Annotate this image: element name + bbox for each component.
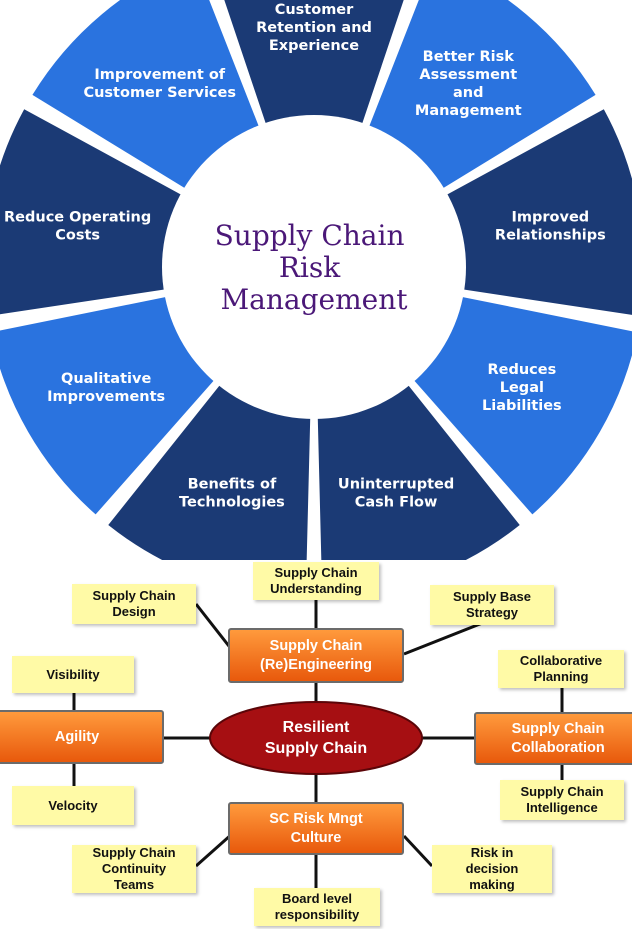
- wheel-segment-label-line: Liabilities: [482, 398, 562, 414]
- wheel-segment-label-line: Qualitative: [61, 371, 151, 387]
- wheel-segment-label-line: Customer: [275, 2, 354, 18]
- wheel-segment-label-line: Assessment: [419, 67, 517, 83]
- wheel-segment: [108, 382, 311, 560]
- center-title-line: Management: [221, 283, 409, 316]
- wheel-center-circle: [162, 115, 466, 419]
- note-supply-base: Supply Base Strategy: [430, 585, 554, 625]
- wheel-segment-label-line: Uninterrupted: [338, 477, 454, 493]
- wheel-segment-label-line: and: [453, 85, 484, 101]
- wheel-segment-label-line: Reduce Operating: [4, 209, 151, 225]
- note-risk-decision: Risk in decision making: [432, 845, 552, 893]
- wheel-segment-label-line: Relationships: [495, 227, 606, 243]
- connector: [194, 603, 234, 651]
- wheel-segment-label-line: Retention and: [256, 20, 372, 36]
- wheel-segment: [0, 296, 217, 515]
- note-collab-planning: Collaborative Planning: [498, 650, 624, 688]
- connector: [403, 618, 491, 656]
- reengineering-node: Supply Chain (Re)Engineering: [228, 628, 404, 683]
- center-title-line: Risk: [279, 251, 341, 284]
- resilient-supply-chain-node: Resilient Supply Chain: [264, 719, 368, 757]
- core-ellipse: [209, 701, 423, 775]
- note-board: Board level responsibility: [254, 888, 380, 926]
- note-continuity: Supply Chain Continuity Teams: [72, 845, 196, 893]
- collaboration-node: Supply Chain Collaboration: [474, 712, 632, 765]
- wheel-segment-label-line: Improved: [512, 209, 590, 225]
- wheel-segment-label: Benefits of Technologies: [179, 477, 285, 511]
- wheel-segment-label-line: Management: [415, 103, 522, 119]
- wheel-segment-label-line: Improvements: [47, 389, 165, 405]
- wheel-segment-label-line: Legal: [500, 380, 544, 396]
- agility-node: Agility: [0, 710, 164, 764]
- wheel-segment: [411, 296, 632, 515]
- center-title-line: Supply Chain: [215, 219, 405, 252]
- wheel-segment: [368, 0, 596, 190]
- wheel-segment: [224, 0, 404, 127]
- wheel-segment-label-line: Costs: [55, 227, 100, 243]
- wheel-segment: [443, 109, 632, 315]
- wheel-segment-label: Improvement of Customer Services: [83, 67, 236, 101]
- wheel-segment-label-line: Customer Services: [83, 85, 236, 101]
- wheel-segment-label-line: Experience: [269, 38, 359, 54]
- note-intelligence: Supply Chain Intelligence: [500, 780, 624, 820]
- wheel-segment: [317, 382, 520, 560]
- wheel-center-title: Supply Chain Risk Management: [215, 219, 414, 316]
- wheel-segment-label-line: Cash Flow: [355, 495, 438, 511]
- note-understanding: Supply Chain Understanding: [253, 562, 379, 600]
- wheel-segment-label-line: Better Risk: [423, 49, 515, 65]
- note-visibility: Visibility: [12, 656, 134, 693]
- wheel-segment-label-line: Reduces: [487, 362, 556, 378]
- wheel-segment-label-line: Benefits of: [188, 477, 277, 493]
- connector: [195, 832, 233, 868]
- connector: [402, 834, 434, 868]
- wheel-segment-label-line: Improvement of: [94, 67, 225, 83]
- wheel-segment: [0, 109, 185, 315]
- wheel-segment-label-line: Technologies: [179, 495, 285, 511]
- risk-culture-node: SC Risk Mngt Culture: [228, 802, 404, 855]
- note-design: Supply Chain Design: [72, 584, 196, 624]
- note-velocity: Velocity: [12, 786, 134, 825]
- wheel-segment: [32, 0, 260, 190]
